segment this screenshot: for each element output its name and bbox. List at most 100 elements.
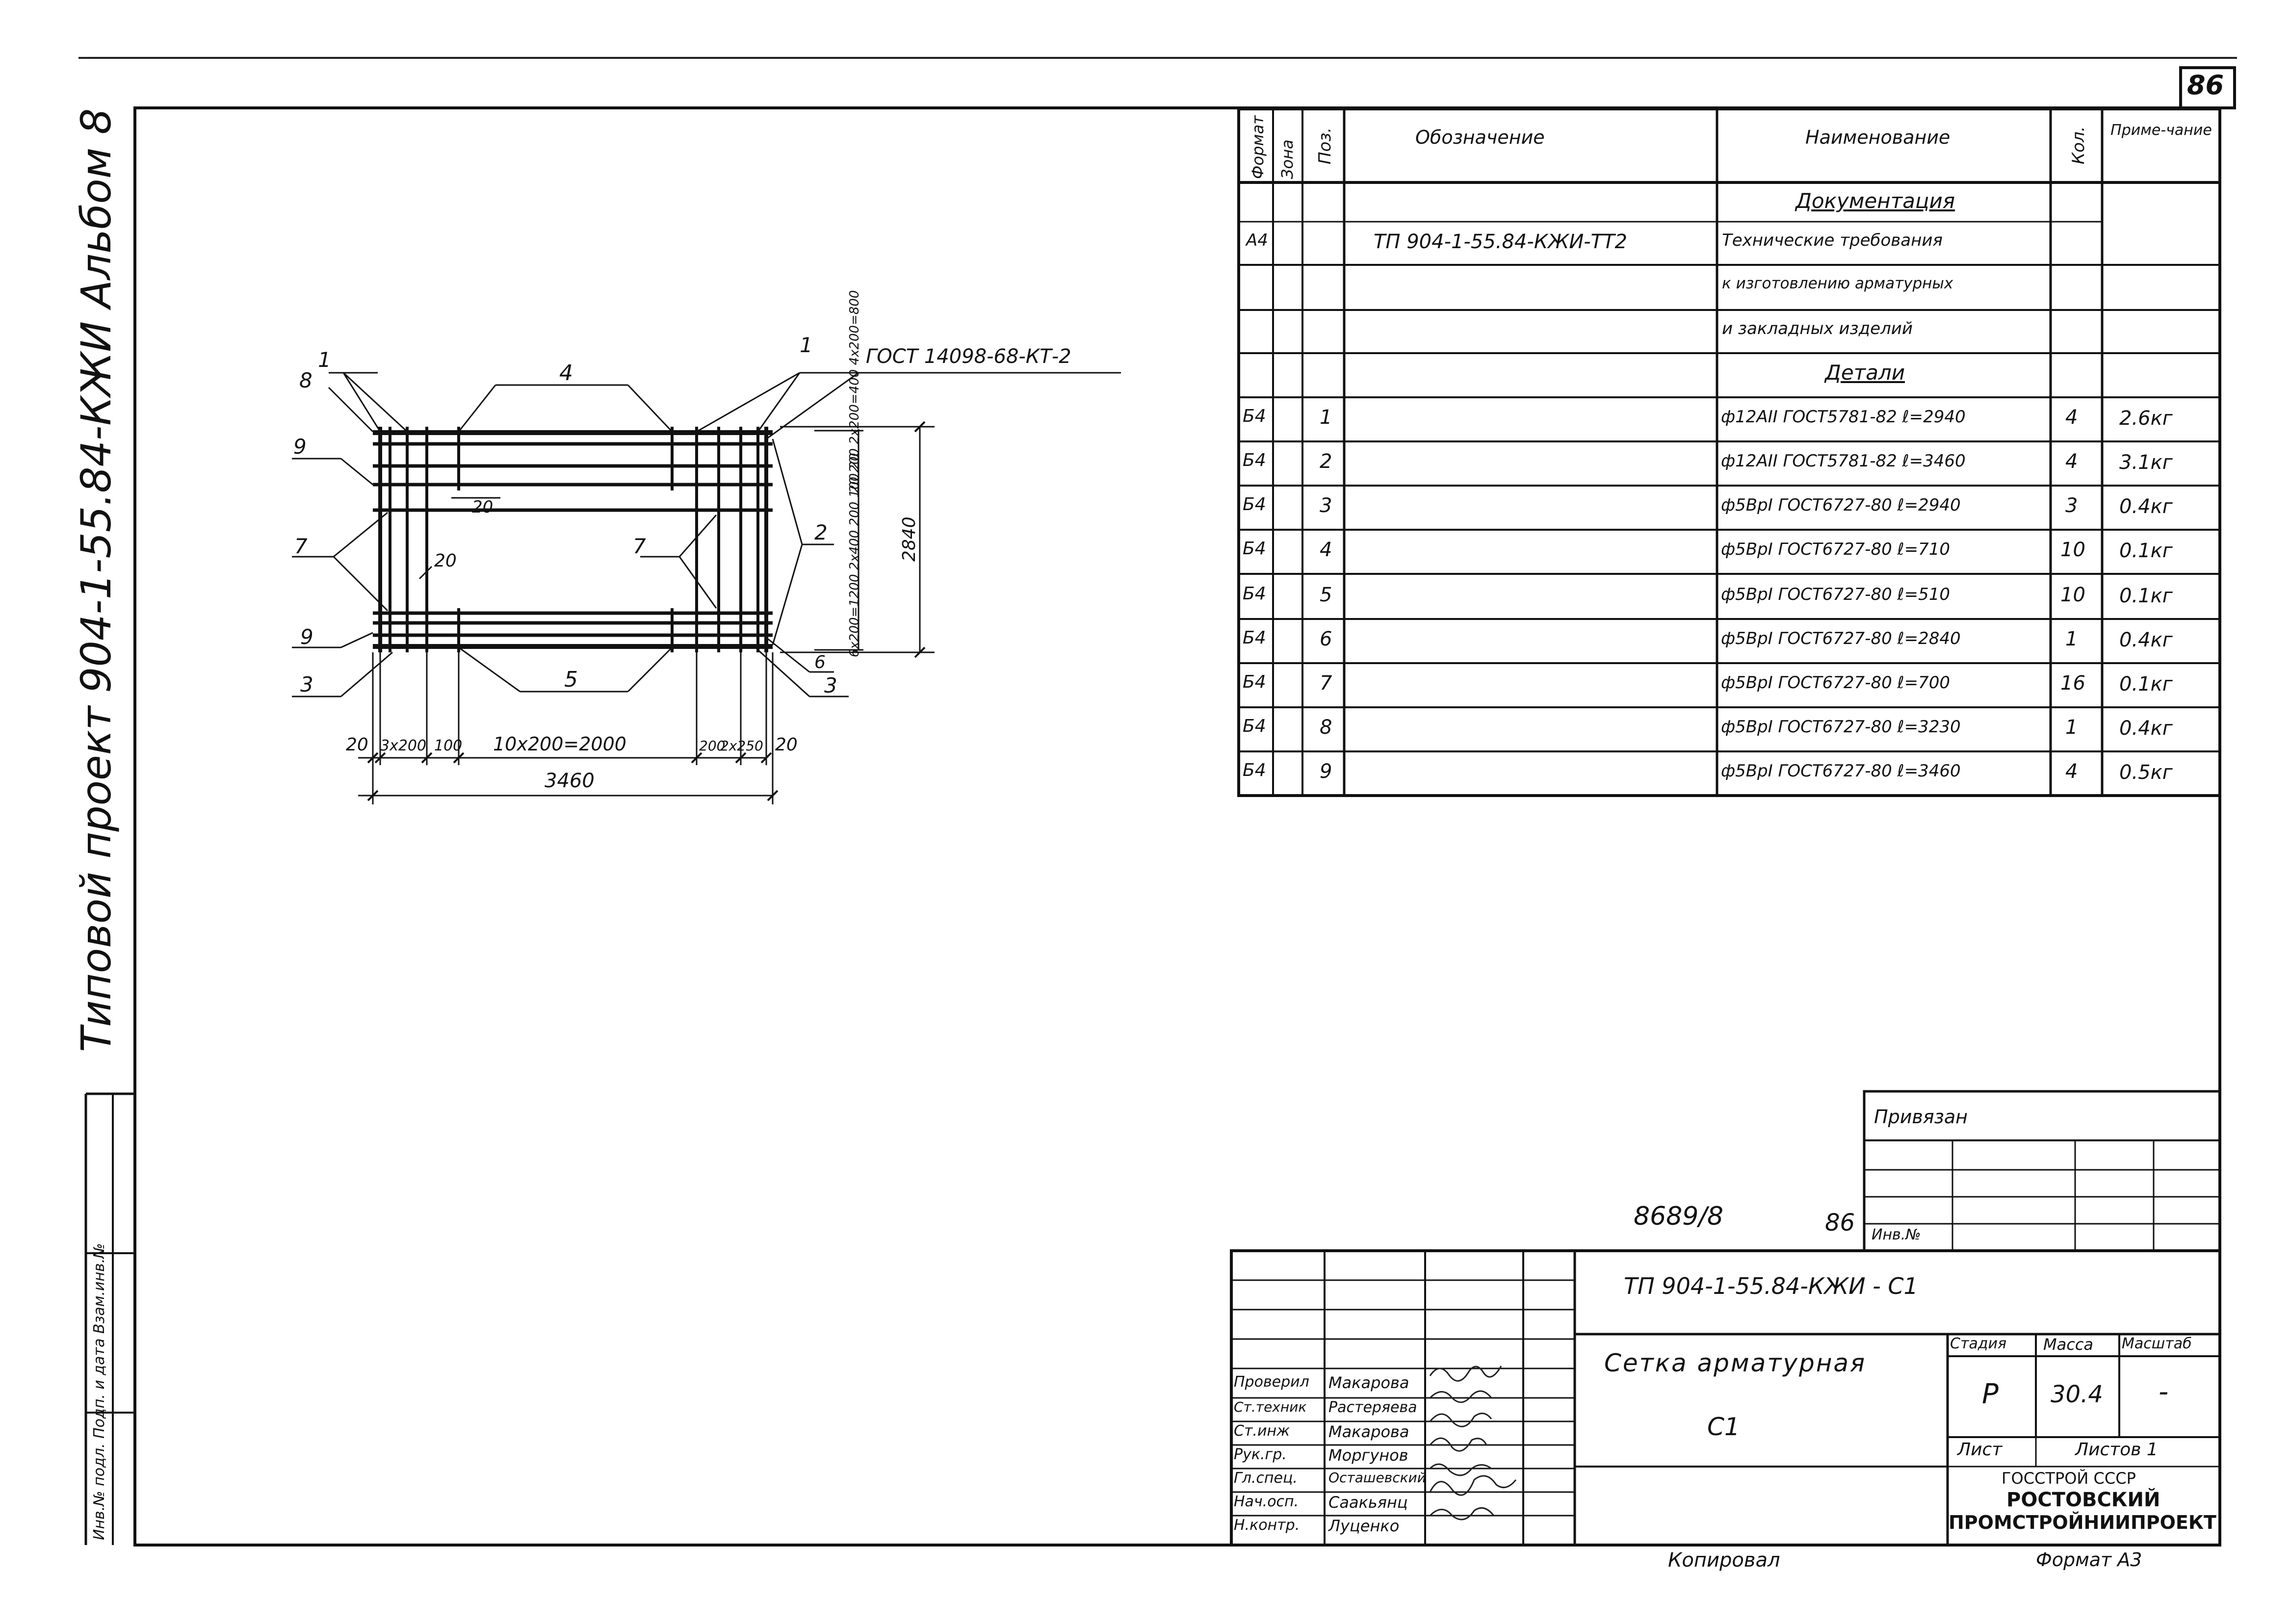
- signer-role: Проверил: [1234, 1373, 1309, 1391]
- dim-bottom-0: 20: [346, 735, 368, 755]
- signer-role: Н.контр.: [1234, 1517, 1300, 1534]
- signer-role: Ст.техник: [1234, 1399, 1307, 1415]
- signer-name: Макарова: [1328, 1422, 1409, 1441]
- row-note: 2.6кг: [2119, 407, 2173, 430]
- left-margin-title: Типовой проект 904-1-55.84-КЖИ Альбом 8: [72, 108, 120, 1052]
- hdr-zone: Зона: [1278, 139, 1297, 179]
- mass-value: 30.4: [2051, 1381, 2103, 1408]
- pos-label-6: 6: [814, 652, 826, 672]
- sheet-frame: [133, 106, 2221, 1547]
- row-note: 0.4кг: [2119, 495, 2173, 518]
- section-docs: Документация: [1796, 189, 1955, 213]
- mass-label: Масса: [2043, 1335, 2094, 1354]
- row-pos: 8: [1320, 716, 1332, 739]
- row-pos: 6: [1320, 628, 1332, 650]
- row-format: Б4: [1243, 716, 1266, 736]
- stage-value: Р: [1982, 1378, 1999, 1410]
- row-pos: 3: [1320, 494, 1332, 517]
- scale-label: Масштаб: [2122, 1335, 2192, 1352]
- page-number: 86: [2187, 70, 2224, 101]
- row-qty: 4: [2065, 760, 2078, 783]
- leader-lines: [292, 372, 1121, 697]
- row-pos: 7: [1320, 672, 1332, 695]
- left-margin-inv: Инв.№ подл. Подп. и дата Взам.инв.№: [91, 1243, 108, 1540]
- dim-bottom-5: 2x250: [720, 738, 763, 754]
- pos-label-1-left: 1: [318, 348, 331, 372]
- title-block-lines: [1230, 1249, 2221, 1547]
- signer-name: Саакьянц: [1328, 1493, 1408, 1512]
- row-name: ф5ВрI ГОСТ6727-80 ℓ=2840: [1721, 629, 1961, 648]
- row-qty: 3: [2065, 494, 2078, 517]
- pos-label-3-left: 3: [300, 672, 313, 696]
- gost-note: ГОСТ 14098-68-КТ-2: [866, 345, 1071, 368]
- dim-20-b: 20: [434, 551, 457, 571]
- row-note: 0.1кг: [2119, 540, 2173, 562]
- sheets-label: Листов 1: [2075, 1440, 2158, 1460]
- row-format: Б4: [1243, 628, 1266, 648]
- row-note: 0.5кг: [2119, 761, 2173, 784]
- signer-role: Рук.гр.: [1234, 1446, 1287, 1463]
- signer-role: Ст.инж: [1234, 1422, 1290, 1440]
- row-format: Б4: [1243, 672, 1266, 692]
- inv-no-label: Инв.№: [1872, 1226, 1921, 1243]
- signer-role: Нач.осп.: [1234, 1493, 1299, 1510]
- pos-label-1-right: 1: [800, 333, 813, 357]
- row-name: ф5ВрI ГОСТ6727-80 ℓ=2940: [1721, 495, 1961, 515]
- pos-label-9-bottom: 9: [300, 625, 313, 649]
- row-note: 0.1кг: [2119, 673, 2173, 696]
- row-pos: 5: [1320, 584, 1332, 606]
- pos-label-3-right: 3: [824, 673, 837, 697]
- privyazan-label: Привязан: [1874, 1106, 1968, 1128]
- org-line1: ГОССТРОЙ СССР: [2002, 1469, 2136, 1488]
- row-pos: 4: [1320, 539, 1332, 561]
- org-line3: ПРОМСТРОЙНИИПРОЕКТ: [1949, 1512, 2216, 1533]
- dim-bottom-1: 3x200: [380, 737, 426, 754]
- row-pos: 2: [1320, 450, 1332, 473]
- pos-label-9-top: 9: [293, 435, 307, 459]
- row-note: 0.4кг: [2119, 717, 2173, 740]
- doc-designation: ТП 904-1-55.84-КЖИ-ТТ2: [1374, 231, 1627, 253]
- row-qty: 10: [2060, 539, 2085, 561]
- doc-name-line3: и закладных изделий: [1722, 319, 1913, 338]
- row-pos: 1: [1320, 406, 1332, 429]
- row-format: Б4: [1243, 760, 1266, 780]
- row-name: ф5ВрI ГОСТ6727-80 ℓ=700: [1721, 673, 1950, 693]
- hdr-pos: Поз.: [1315, 128, 1335, 164]
- row-qty: 16: [2060, 672, 2085, 695]
- dim-bottom-2: 100: [434, 737, 462, 754]
- doc-format: А4: [1246, 231, 1268, 250]
- row-format: Б4: [1243, 450, 1266, 470]
- signer-name: Растеряева: [1328, 1399, 1417, 1416]
- dims-right-top: 20 200 2x200=400 4x200=800: [847, 290, 862, 493]
- row-qty: 4: [2065, 406, 2078, 429]
- row-format: Б4: [1243, 584, 1266, 604]
- pos-label-5: 5: [564, 667, 578, 692]
- doc-code: ТП 904-1-55.84-КЖИ - С1: [1624, 1273, 1918, 1299]
- dimension-ticks: [367, 421, 926, 801]
- row-name: ф5ВрI ГОСТ6727-80 ℓ=710: [1721, 540, 1950, 559]
- signer-name: Макарова: [1328, 1373, 1409, 1392]
- row-name: ф5ВрI ГОСТ6727-80 ℓ=3460: [1721, 761, 1961, 781]
- section-details: Детали: [1825, 361, 1905, 385]
- row-note: 3.1кг: [2119, 451, 2173, 474]
- row-qty: 4: [2065, 450, 2078, 473]
- signer-role: Гл.спец.: [1234, 1469, 1298, 1487]
- sheet-label: Лист: [1957, 1440, 2003, 1460]
- row-pos: 9: [1320, 760, 1332, 783]
- pos-label-2: 2: [814, 520, 828, 544]
- pos-label-7-left: 7: [294, 534, 308, 558]
- dim-20-a: 20: [472, 497, 493, 517]
- hdr-note: Приме-чание: [2110, 122, 2212, 139]
- sheet-code: 8689/8: [1634, 1202, 1723, 1231]
- drawing-name-line1: Сетка арматурная: [1604, 1349, 1867, 1377]
- signer-name: Луценко: [1328, 1517, 1400, 1535]
- row-name: ф5ВрI ГОСТ6727-80 ℓ=3230: [1721, 717, 1961, 737]
- dim-bottom-6: 20: [775, 735, 798, 755]
- row-qty: 10: [2060, 584, 2085, 606]
- hdr-qty: Кол.: [2069, 127, 2088, 164]
- row-format: Б4: [1243, 539, 1266, 559]
- format-label: Формат А3: [2036, 1549, 2142, 1571]
- row-format: Б4: [1243, 494, 1266, 515]
- pos-label-7-right: 7: [633, 534, 646, 558]
- drawing-labels: 1 8 9 7 9 3 4 1 7 2 5 6 3 ГОСТ 14098-68-…: [293, 290, 1071, 792]
